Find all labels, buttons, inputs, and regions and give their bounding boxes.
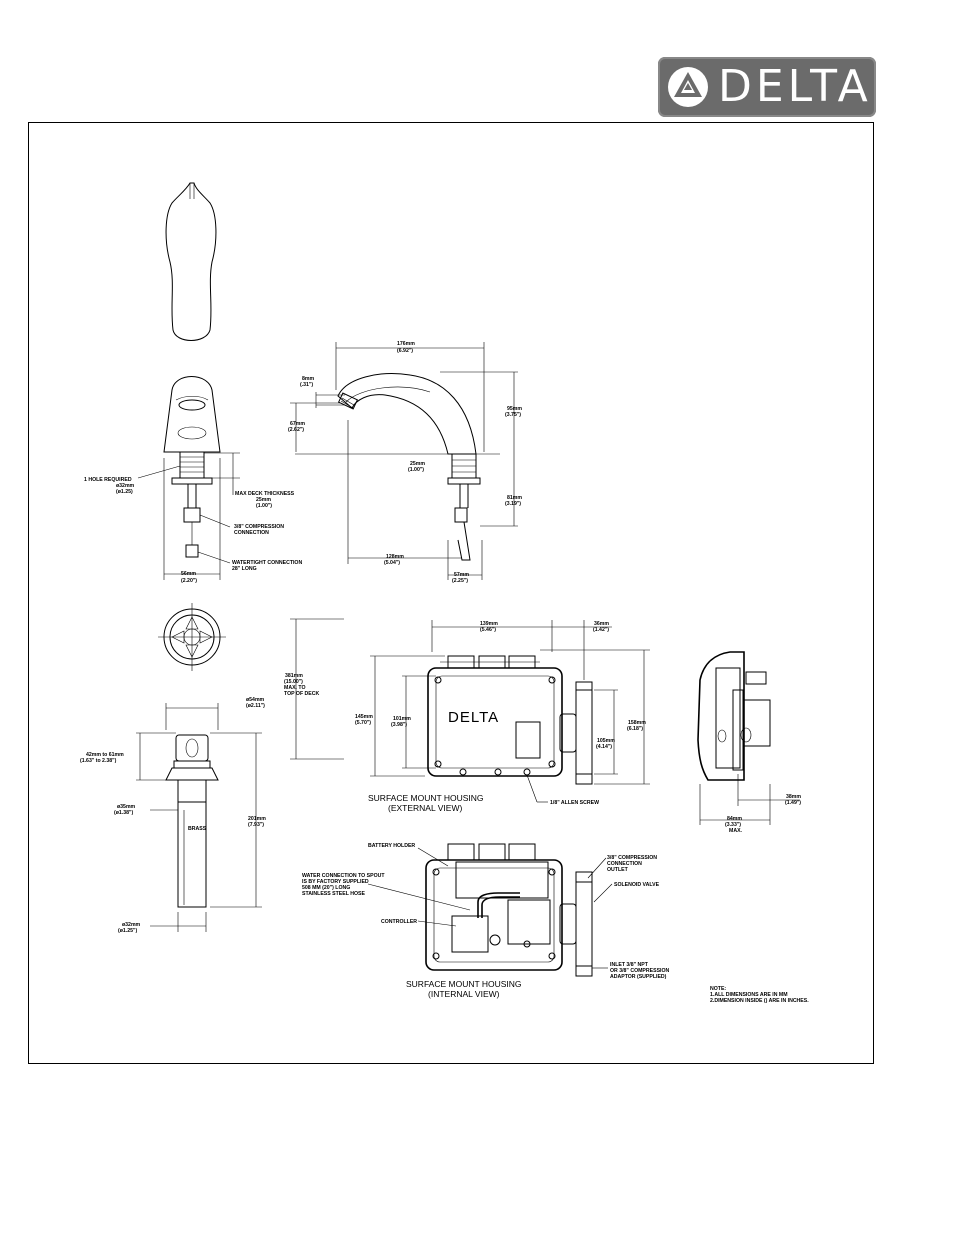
hole-required-label: 1 HOLE REQUIRED: [84, 477, 132, 483]
side-offset-in: (1.49"): [785, 800, 801, 806]
side-base-mm: 57mm: [454, 572, 469, 578]
housing-side-view: [697, 651, 800, 825]
hole-dia-in: (ø1.25): [116, 489, 133, 495]
int-title-1: SURFACE MOUNT HOUSING: [406, 979, 522, 989]
drain-top-view: [158, 603, 226, 671]
battery-holder-label: BATTERY HOLDER: [368, 843, 415, 849]
watertight-label-2: 28" LONG: [232, 566, 257, 572]
ext-side-mm: 36mm: [594, 621, 609, 627]
ext-width-in: (5.46"): [480, 627, 496, 633]
aerator-mm: 8mm: [302, 376, 314, 382]
delta-logo: DELTA: [658, 57, 876, 117]
front-base-in: (2.20"): [181, 578, 197, 584]
water-conn-4: STAINLESS STEEL HOSE: [302, 891, 365, 897]
drain-range-mm: 42mm to 61mm: [86, 752, 124, 758]
side-length-in: (6.92"): [397, 348, 413, 354]
compression-label-2: CONNECTION: [234, 530, 269, 536]
brand-name: DELTA: [718, 61, 872, 112]
drain-tail-in: (ø1.25"): [118, 928, 137, 934]
spout-top-view: [165, 182, 217, 341]
ext-valve-in: (4.14"): [596, 744, 612, 750]
ext-inner-mm: 101mm: [393, 716, 411, 722]
drain-top-in: (ø2.11"): [246, 703, 265, 709]
install-max-3: TOP OF DECK: [284, 691, 320, 697]
drain-length-mm: 201mm: [248, 816, 266, 822]
note-line-2: 2.DIMENSION INSIDE () ARE IN INCHES.: [710, 998, 809, 1004]
below-mm: 81mm: [507, 495, 522, 501]
side-offset-mm: 38mm: [786, 794, 801, 800]
watertight-label-1: WATERTIGHT CONNECTION: [232, 560, 302, 566]
water-conn-1: WATER CONNECTION TO SPOUT: [302, 873, 385, 879]
note-heading: NOTE:: [710, 986, 726, 992]
max-deck-title: MAX DECK THICKNESS: [235, 491, 295, 497]
hole-dia-mm: ø32mm: [116, 483, 135, 489]
inlet-label-1: INLET 3/8" NPT: [610, 962, 649, 968]
install-dimension: [290, 618, 344, 760]
max-deck-in: (1.00"): [256, 503, 272, 509]
side-depth-max: MAX.: [729, 828, 743, 834]
side-depth-mm: 84mm: [727, 816, 742, 822]
shank-in: (1.00"): [408, 467, 424, 473]
solenoid-label: SOLENOID VALVE: [614, 882, 660, 888]
outlet-label-2: CONNECTION: [607, 861, 642, 867]
compression-label-1: 3/8" COMPRESSION: [234, 524, 284, 530]
side-base-in: (2.25"): [452, 578, 468, 584]
below-in: (3.19"): [505, 501, 521, 507]
ext-height-in: (5.70"): [355, 720, 371, 726]
drain-range-in: (1.63" to 2.38"): [80, 758, 117, 764]
side-depth-in: (3.33"): [725, 822, 741, 828]
ext-width-mm: 139mm: [480, 621, 498, 627]
reach-in: (5.04"): [384, 560, 400, 566]
note-line-1: 1.ALL DIMENSIONS ARE IN MM: [710, 992, 788, 998]
ext-inner-in: (3.98"): [391, 722, 407, 728]
housing-internal-view: [367, 843, 613, 977]
allen-screw-label: 1/8" ALLEN SCREW: [550, 800, 599, 806]
height-mm: 95mm: [507, 406, 522, 412]
ext-height-mm: 145mm: [355, 714, 373, 720]
side-length-mm: 176mm: [397, 341, 415, 347]
outlet-label-1: 3/8" COMPRESSION: [607, 855, 657, 861]
spout-in: (2.62"): [288, 427, 304, 433]
drain-tag: BRASS: [188, 826, 207, 832]
int-title-2: (INTERNAL VIEW): [428, 989, 500, 999]
drawing-frame: [28, 122, 874, 1064]
ext-total-mm: 158mm: [628, 720, 646, 726]
inlet-label-3: ADAPTOR (SUPPLIED): [610, 974, 667, 980]
reach-mm: 128mm: [386, 554, 404, 560]
drain-body-mm: ø35mm: [117, 804, 136, 810]
housing-external-view: [370, 620, 650, 803]
faucet-side-view: [290, 342, 518, 580]
drain-body-in: (ø1.38"): [114, 810, 133, 816]
ext-side-in: (1.42"): [593, 627, 609, 633]
ext-title-2: (EXTERNAL VIEW): [388, 803, 462, 813]
front-base-mm: 56mm: [181, 571, 196, 577]
inlet-label-2: OR 3/8" COMPRESSION: [610, 968, 669, 974]
outlet-label-3: OUTLET: [607, 867, 629, 873]
drain-side-view: [136, 703, 262, 932]
drain-tail-mm: ø32mm: [122, 922, 141, 928]
housing-logo-text: DELTA: [448, 709, 499, 726]
ext-total-in: (6.18"): [627, 726, 643, 732]
height-in: (3.75"): [505, 412, 521, 418]
ext-valve-mm: 105mm: [597, 738, 615, 744]
install-max-2: MAX. TO: [284, 685, 306, 691]
faucet-front-view: [137, 376, 240, 580]
install-max-in: (15.00"): [284, 679, 303, 685]
controller-label: CONTROLLER: [381, 919, 417, 925]
water-conn-2: IS BY FACTORY SUPPLIED: [302, 879, 369, 885]
water-conn-3: 508 MM (20") LONG: [302, 885, 350, 891]
install-max-mm: 381mm: [285, 673, 303, 679]
max-deck-mm: 25mm: [256, 497, 271, 503]
drain-top-mm: ø54mm: [246, 697, 265, 703]
spout-mm: 67mm: [290, 421, 305, 427]
shank-mm: 25mm: [410, 461, 425, 467]
aerator-in: (.31"): [300, 382, 313, 388]
drain-length-in: (7.93"): [248, 822, 264, 828]
delta-triangle-icon: [668, 67, 708, 107]
ext-title-1: SURFACE MOUNT HOUSING: [368, 793, 484, 803]
